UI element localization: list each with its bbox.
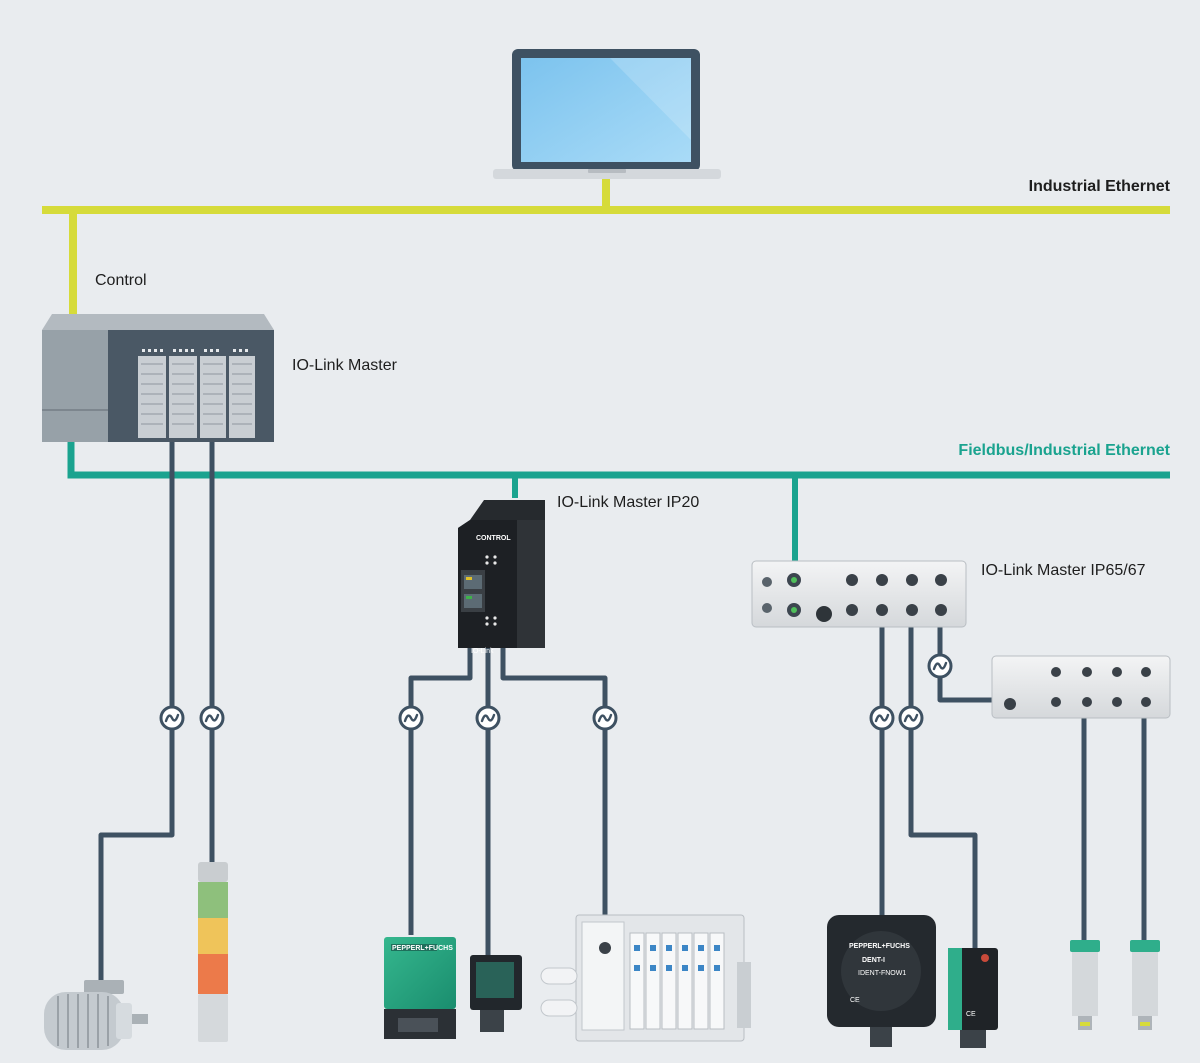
dent-title-text: DENT-I bbox=[862, 957, 885, 964]
valve-terminal-icon bbox=[540, 914, 751, 1042]
rotary-encoder-icon: PEPPERL+FUCHS DENT-I IDENT-FNOW1 CE bbox=[827, 915, 936, 1047]
industrial-ethernet-label: Industrial Ethernet bbox=[1029, 178, 1171, 195]
fieldbus-bus bbox=[67, 440, 1170, 565]
control-label: Control bbox=[95, 272, 147, 289]
ce-mark-encoder: CE bbox=[850, 997, 860, 1004]
io-link-hub-device bbox=[991, 655, 1171, 719]
cylindrical-sensor-icon bbox=[1070, 940, 1160, 1030]
ip20-brand-text: CONTROL bbox=[476, 535, 511, 542]
industrial-ethernet-bus bbox=[42, 178, 1170, 316]
io-link-cables bbox=[98, 440, 1147, 985]
io-link-icon bbox=[159, 653, 953, 731]
dent-model-text: IDENT-FNOW1 bbox=[858, 970, 906, 977]
laptop-icon bbox=[493, 49, 721, 179]
fieldbus-label: Fieldbus/Industrial Ethernet bbox=[958, 442, 1170, 459]
plc-controller bbox=[42, 314, 274, 442]
pf-brand-text-encoder: PEPPERL+FUCHS bbox=[849, 943, 910, 950]
signal-tower-icon bbox=[198, 862, 228, 1042]
pf-brand-text: PEPPERL+FUCHS bbox=[392, 945, 453, 952]
io-link-master-ip6567-device bbox=[751, 560, 967, 628]
distance-sensor-icon: CE bbox=[948, 948, 998, 1048]
io-link-master-ip20-device: CONTROL IO-Link bbox=[458, 500, 545, 655]
io-link-master-ip6567-label: IO-Link Master IP65/67 bbox=[981, 562, 1146, 579]
io-link-master-ip20-label: IO-Link Master IP20 bbox=[557, 494, 699, 511]
motor-icon bbox=[44, 980, 148, 1050]
inductive-sensor-icon: PEPPERL+FUCHS bbox=[384, 937, 456, 1039]
ip20-footer-text: IO-Link bbox=[471, 648, 494, 655]
photoelectric-sensor-icon bbox=[470, 955, 522, 1032]
ce-mark-sensor: CE bbox=[966, 1011, 976, 1018]
io-link-master-label: IO-Link Master bbox=[292, 357, 398, 374]
